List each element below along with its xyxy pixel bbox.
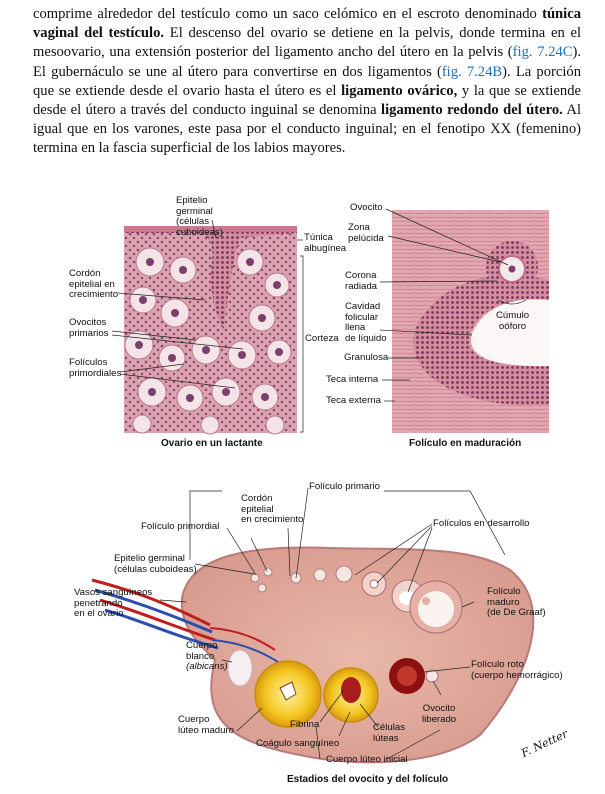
label-teca-externa: Teca externa [326, 395, 381, 406]
figure-link[interactable]: fig. 7.24C [512, 44, 573, 61]
label-granulosa: Granulosa [344, 352, 389, 363]
text-run: ). La porción que se extiende desde el o… [33, 63, 581, 99]
label-foliculo-roto: Folículo roto(cuerpo hemorrágico) [471, 659, 563, 681]
label-ovocito: Ovocito [350, 202, 383, 213]
maturing-follicle-illustration [379, 208, 549, 433]
infant-ovary-illustration [111, 219, 304, 435]
label-corteza: Corteza [305, 333, 339, 344]
bold-term: ligamento redondo del útero. [381, 102, 563, 119]
text-run: ). El gubernáculo se une al útero para c… [33, 44, 582, 80]
label-epitelio-germinal-bottom: Epitelio germinal(células cuboideas) [114, 553, 197, 575]
label-cuerpo-luteo-inicial: Cuerpo lúteo inicial [326, 754, 408, 765]
label-foliculo-primordial: Folículo primordial [141, 521, 220, 532]
body-paragraph: comprime alrededor del testículo como un… [33, 5, 581, 159]
caption-estadios-ovocito: Estadios del ovocito y del folículo [287, 774, 449, 785]
label-coagulo-sanguineo: Coágulo sanguíneo [256, 738, 340, 749]
text-run: y la que se extiende desde el útero a tr… [33, 82, 582, 119]
label-foliculos-desarrollo: Folículos en desarrollo [433, 518, 530, 529]
label-foliculo-primario: Folículo primario [309, 481, 380, 492]
bold-term: ligamento ovárico, [341, 82, 458, 99]
figure-link[interactable]: fig. 7.24B [441, 63, 503, 80]
ovarian-cycle-illustration [91, 487, 535, 764]
caption-ovario-lactante: Ovario en un lactante [161, 438, 263, 449]
text-run: Al igual que en los varones, este pasa p… [33, 102, 581, 157]
label-teca-interna: Teca interna [326, 374, 379, 385]
text-run: comprime alrededor del testículo como un… [33, 6, 543, 22]
label-fibrina: Fibrina [290, 719, 320, 730]
bold-term: túnica vaginal del testículo. [33, 6, 581, 42]
text-run: El descenso del ovario se detiene en la … [33, 25, 582, 61]
caption-foliculo-maduracion: Folículo en maduración [409, 438, 522, 449]
